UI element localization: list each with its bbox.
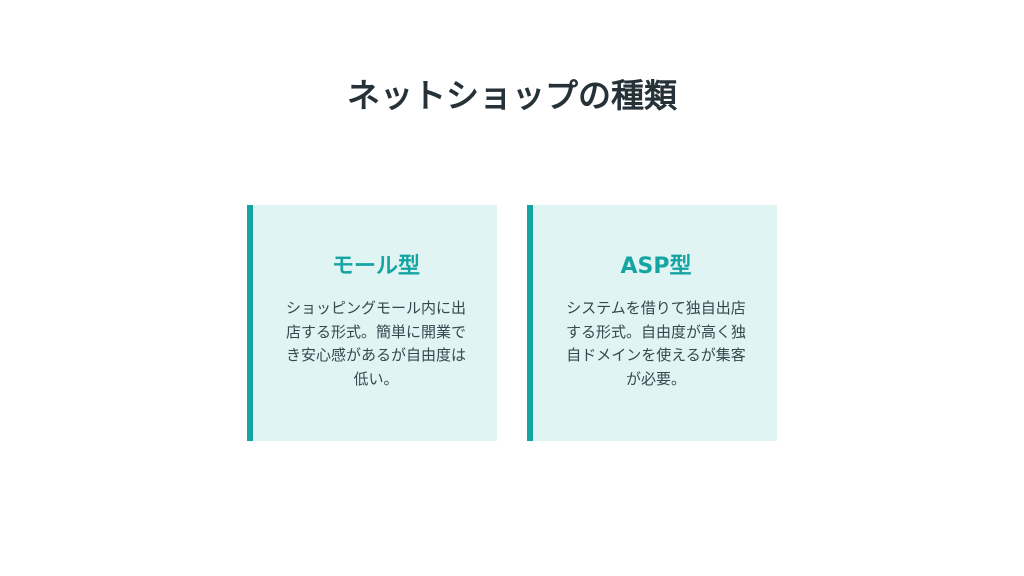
card-asp-type: ASP型 システムを借りて独自出店する形式。自由度が高く独自ドメインを使えるが集… xyxy=(527,205,777,441)
card-description: ショッピングモール内に出店する形式。簡単に開業でき安心感があるが自由度は低い。 xyxy=(285,299,466,388)
card-mall-type: モール型 ショッピングモール内に出店する形式。簡単に開業でき安心感があるが自由度… xyxy=(247,205,497,441)
slide-title: ネットショップの種類 xyxy=(347,76,677,115)
card-description: システムを借りて独自出店する形式。自由度が高く独自ドメインを使えるが集客が必要。 xyxy=(565,299,746,388)
card-title: ASP型 xyxy=(620,254,692,279)
card-title: モール型 xyxy=(331,254,420,279)
